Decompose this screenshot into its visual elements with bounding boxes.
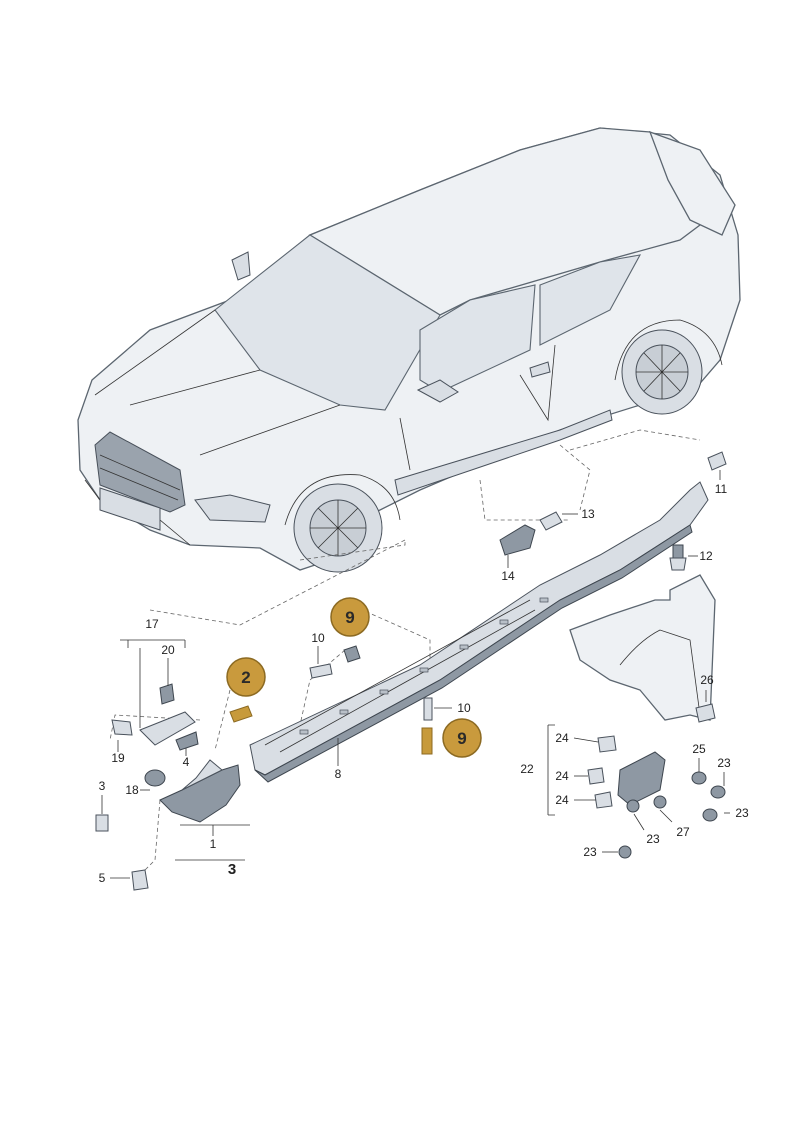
- screw-part-12: [669, 544, 687, 571]
- label-27: 27: [676, 825, 690, 839]
- bracket-part-14: [499, 511, 563, 556]
- label-23-center: 23: [646, 832, 660, 846]
- callout-9-bottom-text: 9: [457, 729, 466, 748]
- callout-2-text: 2: [241, 668, 250, 687]
- clip-part-11: [707, 451, 727, 471]
- label-14: 14: [501, 569, 515, 583]
- side-sill-panel: [249, 481, 709, 783]
- callout-9-bottom[interactable]: 9: [442, 718, 482, 758]
- callout-9-top[interactable]: 9: [330, 597, 370, 637]
- label-10-lower: 10: [457, 701, 471, 715]
- leader-lines: [109, 429, 701, 876]
- label-11: 11: [715, 482, 728, 496]
- label-17: 17: [145, 617, 159, 631]
- label-13: 13: [581, 507, 595, 521]
- label-23-bottom: 23: [583, 845, 597, 859]
- label-3-assembly: 3: [228, 861, 236, 878]
- label-5: 5: [99, 871, 106, 885]
- callout-9-top-text: 9: [345, 608, 354, 627]
- callout-2[interactable]: 2: [226, 657, 266, 697]
- part-labels: 17 20 19 4 18 3 5 1 3 10 10 8 11 12 13 1…: [99, 482, 749, 885]
- left-bracket-assembly: [95, 645, 433, 891]
- label-24-mid: 24: [555, 769, 569, 783]
- label-10-upper: 10: [311, 631, 325, 645]
- label-leaders: [101, 470, 730, 879]
- car-illustration: [77, 127, 741, 573]
- label-20: 20: [161, 643, 175, 657]
- label-25: 25: [692, 742, 706, 756]
- label-23-right-top: 23: [717, 756, 731, 770]
- label-19: 19: [111, 751, 125, 765]
- label-12: 12: [699, 549, 713, 563]
- label-4: 4: [183, 755, 190, 769]
- label-24-bottom: 24: [555, 793, 569, 807]
- label-23-right: 23: [735, 806, 749, 820]
- label-1: 1: [210, 837, 217, 851]
- label-3: 3: [99, 779, 106, 793]
- label-18: 18: [125, 783, 139, 797]
- rear-fender-detail: [569, 574, 726, 859]
- label-22: 22: [520, 762, 534, 776]
- label-26: 26: [700, 673, 714, 687]
- label-24-top: 24: [555, 731, 569, 745]
- label-8: 8: [335, 767, 342, 781]
